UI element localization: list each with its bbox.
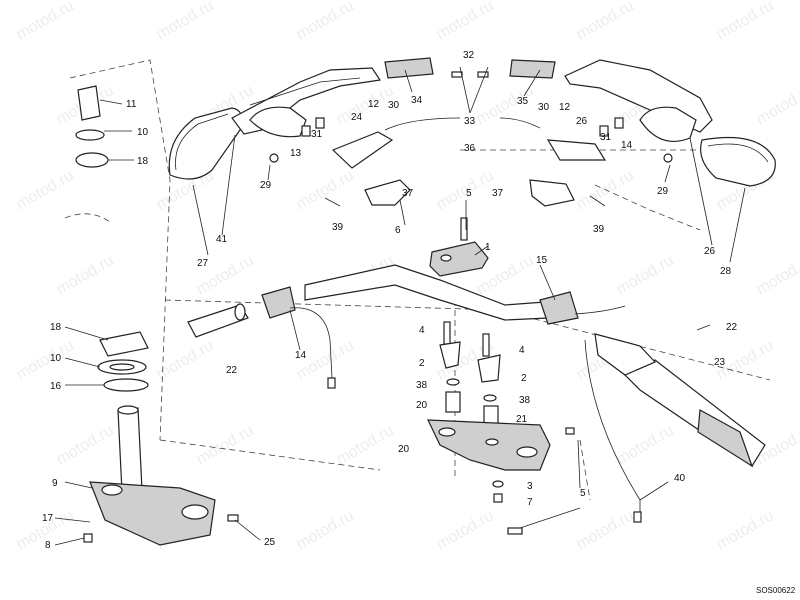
- callout-13: 14: [621, 140, 633, 151]
- watermark-text: motod.ru: [714, 507, 777, 553]
- callout-38: 38: [416, 380, 428, 391]
- callout-38: 38: [519, 395, 531, 406]
- callout-19: 20: [416, 400, 428, 411]
- parts-drawing: [64, 57, 776, 546]
- callout-32: 32: [463, 50, 475, 61]
- watermark-text: motod.ru: [434, 0, 497, 43]
- watermark-text: motod.ru: [434, 507, 497, 553]
- callout-35: 35: [517, 96, 529, 107]
- callout-9: 9: [52, 478, 58, 489]
- callout-39: 39: [332, 222, 344, 233]
- watermark-text: motod.ru: [294, 0, 357, 43]
- watermark-text: motod.ru: [574, 0, 637, 43]
- callout-24: 26: [576, 116, 588, 127]
- drawing-code: SOS00622: [756, 586, 796, 595]
- upper-clamp: [429, 217, 501, 425]
- callout-5: 5: [466, 188, 472, 199]
- callout-17: 17: [42, 513, 54, 524]
- callout-7: 7: [527, 497, 533, 508]
- callout-10: 10: [137, 127, 149, 138]
- watermark-text: motod.ru: [14, 167, 77, 213]
- switch-plates: [324, 179, 606, 207]
- watermark-text: motod.ru: [154, 0, 217, 43]
- callout-26b: 26: [704, 246, 716, 257]
- watermark-text: motod.ru: [14, 0, 77, 43]
- watermark-text: motod.ru: [294, 167, 357, 213]
- callout-31: 31: [311, 129, 323, 140]
- callout-2: 2: [521, 373, 527, 384]
- top-yoke: [427, 419, 575, 535]
- watermark-text: motod.ru: [714, 0, 777, 43]
- callout-36: 36: [464, 143, 476, 154]
- stem-bearings: [64, 85, 149, 392]
- callout-8: 8: [45, 540, 51, 551]
- callout-27: 27: [197, 258, 209, 269]
- callout-10: 10: [50, 353, 62, 364]
- callout-4: 4: [419, 325, 425, 336]
- right-mirror: [564, 59, 776, 187]
- callout-6: 6: [395, 225, 401, 236]
- left-mirror: [168, 67, 382, 180]
- callout-30: 30: [538, 102, 550, 113]
- callout-2: 2: [419, 358, 425, 369]
- callout-33: 33: [464, 116, 476, 127]
- lever-brackets: [301, 117, 624, 169]
- callout-19: 21: [516, 414, 528, 425]
- mirror-clamps: [384, 57, 556, 79]
- callout-28: 28: [720, 266, 732, 277]
- callout-22: 23: [714, 357, 726, 368]
- callout-37: 37: [492, 188, 504, 199]
- right-grip: [584, 333, 766, 523]
- callout-1: 1: [485, 242, 491, 253]
- callout-37: 37: [402, 188, 414, 199]
- leader-lines: [54, 66, 746, 546]
- callout-18: 18: [137, 156, 149, 167]
- callout-23: 24: [351, 112, 363, 123]
- watermark-text: motod.ru: [294, 507, 357, 553]
- callout-16: 16: [50, 381, 62, 392]
- callout-34: 34: [411, 95, 423, 106]
- callout-22: 22: [226, 365, 238, 376]
- watermark-text: motod.ru: [574, 167, 637, 213]
- callout-4: 4: [519, 345, 525, 356]
- callout-18: 18: [50, 322, 62, 333]
- watermark-text: motod.ru: [614, 252, 677, 298]
- callout-39: 39: [593, 224, 605, 235]
- callout-21: 22: [726, 322, 738, 333]
- callout-29: 29: [657, 186, 669, 197]
- watermark-text: motod.ru: [14, 337, 77, 383]
- callout-40: 40: [674, 473, 686, 484]
- watermark-text: motod.ru: [754, 82, 800, 128]
- watermark-text: motod.ru: [54, 422, 117, 468]
- watermark-text: motod.ru: [334, 422, 397, 468]
- watermark-text: motod.ru: [574, 507, 637, 553]
- callout-20b: 20: [398, 444, 410, 455]
- callout-41: 41: [216, 234, 228, 245]
- part-callouts: 11 10 18 18 10 16 9 17 8 25 27 41 29 13 …: [42, 50, 738, 551]
- watermark-text: motod.ru: [614, 422, 677, 468]
- handlebar: [187, 264, 626, 389]
- watermark-text: motod.ru: [54, 252, 117, 298]
- callout-30: 30: [388, 100, 400, 111]
- callout-3: 3: [527, 481, 533, 492]
- watermark-text: motod.ru: [754, 252, 800, 298]
- callout-14b: 14: [295, 350, 307, 361]
- callout-11: 11: [126, 99, 137, 110]
- callout-15: 15: [536, 255, 548, 266]
- callout-13: 13: [290, 148, 302, 159]
- callout-31: 31: [600, 132, 612, 143]
- callout-25: 25: [264, 537, 276, 548]
- watermark-text: motod.ru: [194, 422, 257, 468]
- callout-5: 5: [580, 488, 586, 499]
- callout-12: 12: [559, 102, 571, 113]
- callout-29: 29: [260, 180, 272, 191]
- callout-12: 12: [368, 99, 380, 110]
